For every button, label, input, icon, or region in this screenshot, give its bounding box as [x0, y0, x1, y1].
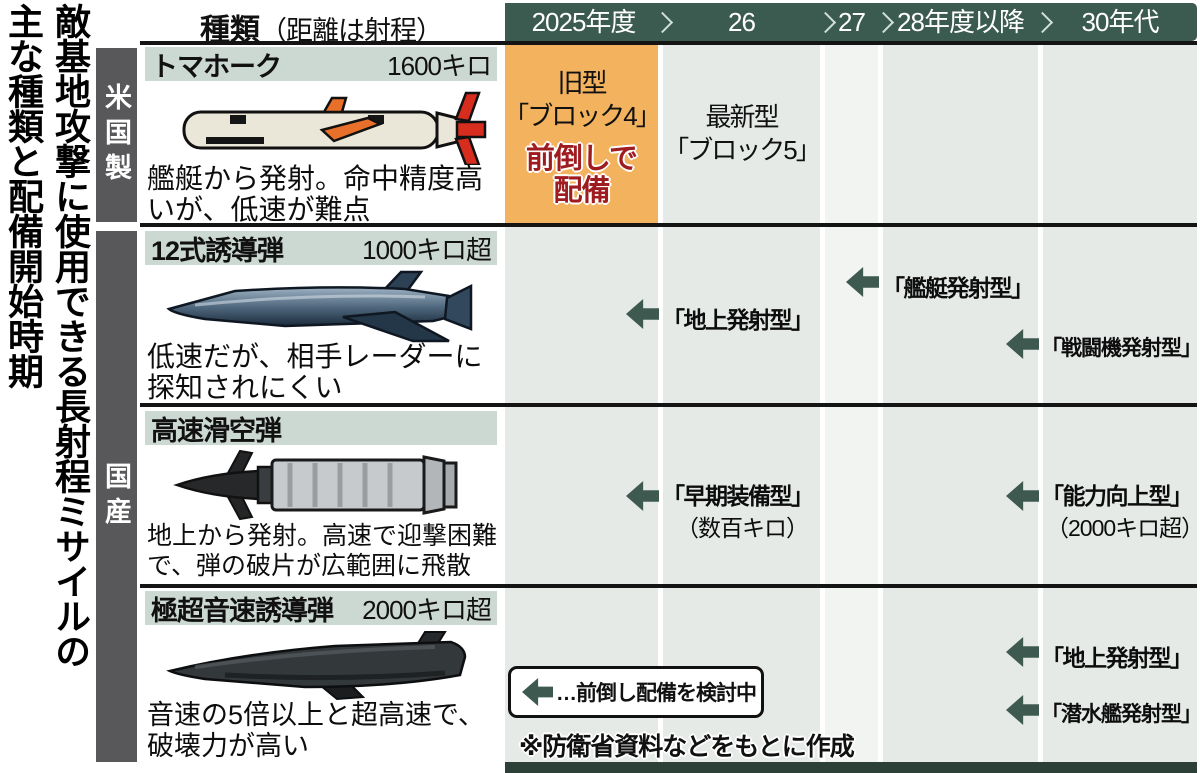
timeline-cell-tomahawk-2025: 旧型 「ブロック4」 前倒しで 配備 [503, 45, 662, 223]
missile-range: 1000キロ超 [362, 234, 492, 265]
tomahawk-old-type-line1: 旧型 [557, 68, 607, 98]
row-label-hypersonic: 極超音速誘導弾 2000キロ超 [145, 591, 497, 626]
missile-name: 極超音速誘導弾 [151, 595, 334, 626]
annotation-glide-upgraded-sub: （2000キロ超） [1046, 515, 1200, 541]
main-title-vertical: 敵基地攻撃に使用できる長射程ミサイルの 主な種類と配備開始時期 [0, 3, 94, 771]
timeline-cell [1043, 588, 1197, 762]
description-line: 地上から発射。高速で迎撃困難 [147, 522, 498, 550]
tomahawk-advance-deploy-line2: 配備 [553, 175, 610, 207]
annotation-glide-upgraded: 「能力向上型」 [1041, 483, 1193, 509]
missile-name: 高速滑空弾 [151, 415, 282, 446]
timeline-col-28: 28年度以降 [897, 7, 1025, 37]
row-separator-line [140, 41, 1197, 45]
timeline-col-2025: 2025年度 [531, 7, 637, 37]
main-title-line-2: 主な種類と配備開始時期 [3, 3, 44, 388]
missile-name: トマホーク [151, 51, 282, 82]
timeline-cell [663, 227, 820, 403]
origin-group-us-label: 米国製 [101, 82, 131, 188]
description-line: 音速の5倍以上と超高速で、 [147, 700, 485, 730]
timeline-col-26: 26 [728, 7, 756, 37]
row-label-type12: 12式誘導弾 1000キロ超 [145, 231, 497, 266]
missile-description: 艦艇から発射。命中精度高 いが、低速が難点 [147, 163, 505, 225]
origin-group-domestic-label: 国産 [101, 461, 131, 532]
type12-missile-illustration [166, 270, 473, 343]
timeline-cell [825, 407, 878, 584]
timeline-cell [1043, 227, 1197, 403]
timeline-cell [883, 588, 1038, 762]
row-separator-line [140, 584, 1197, 588]
timeline-cell [663, 407, 820, 584]
missile-description: 音速の5倍以上と超高速で、 破壊力が高い [147, 700, 505, 762]
arrow-left-icon [522, 678, 553, 706]
timeline-header-bar: 2025年度 26 27 28年度以降 30年代 [505, 3, 1197, 41]
annotation-glide-early: 「早期装備型」 [662, 483, 814, 509]
annotation-glide-early-sub: （数百キロ） [676, 515, 809, 541]
tomahawk-advance-deploy-line1: 前倒しで [525, 143, 638, 175]
annotation-type12-ground: 「地上発射型」 [662, 307, 814, 333]
timeline-bottom-bar [505, 762, 1197, 773]
timeline-cell [825, 588, 878, 762]
origin-group-domestic: 国産 [96, 231, 137, 762]
tomahawk-missile-illustration [182, 91, 487, 165]
origin-group-us: 米国製 [96, 48, 137, 222]
row-label-tomahawk: トマホーク 1600キロ [145, 47, 497, 82]
hypersonic-missile-illustration [166, 631, 467, 701]
tomahawk-new-type-line1: 最新型 [705, 102, 779, 132]
timeline-cell [825, 45, 878, 223]
row-separator-line [140, 403, 1197, 407]
missile-range: 1600キロ [387, 50, 492, 81]
description-line: で、弾の破片が広範囲に飛散 [147, 552, 472, 580]
row-separator-line [140, 223, 1197, 227]
timeline-cell [883, 227, 1038, 403]
annotation-type12-ship: 「艦艇発射型」 [882, 275, 1034, 301]
legend-text: …前倒し配備を検討中 [556, 682, 757, 705]
missile-description: 低速だが、相手レーダーに 探知されにくい [147, 341, 505, 403]
main-title-line-1: 敵基地攻撃に使用できる長射程ミサイルの [50, 3, 91, 668]
missile-description: 地上から発射。高速で迎撃困難 で、弾の破片が広範囲に飛散 [147, 521, 505, 581]
source-note: ※防衛省資料などをもとに作成 [519, 733, 855, 761]
timeline-cell [883, 45, 1038, 223]
annotation-hypersonic-ground: 「地上発射型」 [1041, 645, 1193, 671]
description-line: 探知されにくい [147, 372, 343, 403]
tomahawk-new-type-line2: 「ブロック5」 [663, 135, 821, 165]
annotation-type12-fighter: 「戦闘機発射型」 [1041, 337, 1200, 360]
tomahawk-old-type-line2: 「ブロック4」 [503, 101, 661, 131]
description-line: 破壊力が高い [147, 731, 309, 761]
description-line: いが、低速が難点 [147, 194, 371, 225]
timeline-col-27: 27 [838, 7, 866, 37]
annotation-hypersonic-submarine: 「潜水艦発射型」 [1041, 703, 1200, 726]
description-line: 艦艇から発射。命中精度高 [147, 163, 484, 194]
missile-range: 2000キロ超 [362, 594, 492, 625]
timeline-cell [825, 227, 878, 403]
timeline-cell [1043, 45, 1197, 223]
hypervelocity-gliding-projectile-illustration [173, 449, 458, 521]
timeline-col-30s: 30年代 [1081, 7, 1160, 37]
missile-name: 12式誘導弾 [151, 235, 284, 266]
row-label-glide: 高速滑空弾 [145, 411, 497, 446]
timeline-cell [1043, 407, 1197, 584]
legend-box: …前倒し配備を検討中 [508, 666, 764, 718]
timeline-cell-tomahawk-26: 最新型 「ブロック5」 [663, 45, 822, 223]
description-line: 低速だが、相手レーダーに [147, 341, 483, 372]
